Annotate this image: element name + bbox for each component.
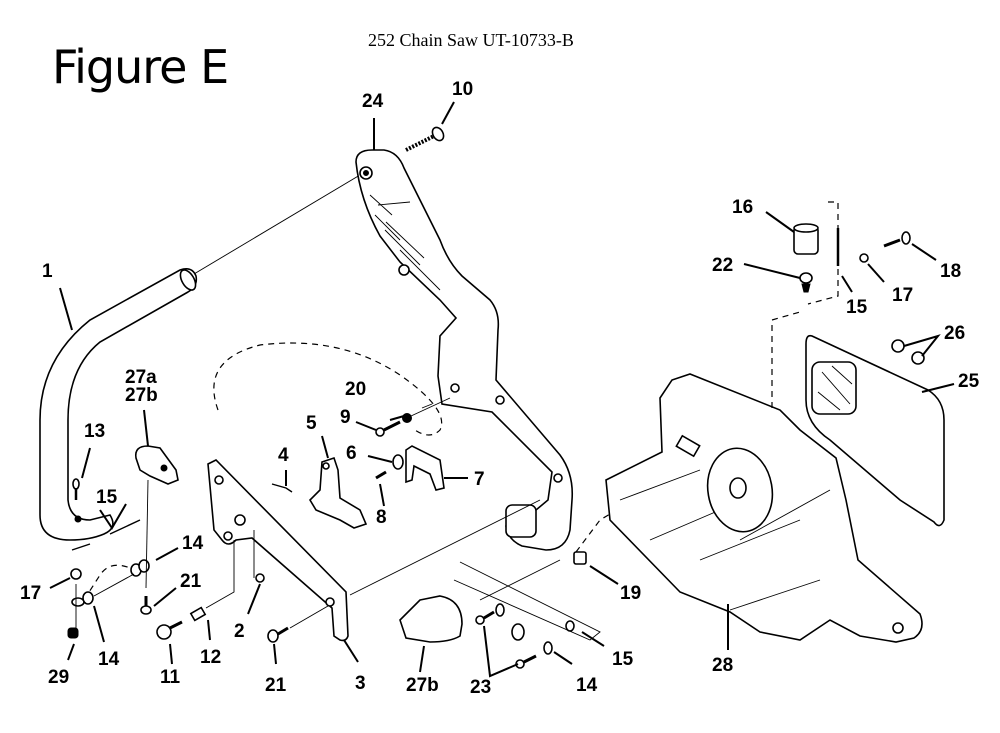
assembly-line [410, 397, 451, 417]
part-21-screw[interactable] [267, 626, 289, 643]
assembly-line [193, 171, 366, 275]
part-17-washer[interactable] [859, 253, 869, 263]
part-9-screw[interactable] [375, 420, 401, 437]
callout-24: 24 [362, 91, 384, 112]
leader-lines [49, 101, 955, 678]
callout-28: 28 [712, 655, 734, 676]
figure-label: Figure E [52, 40, 229, 94]
part-15-spring[interactable] [71, 519, 141, 551]
callout-21: 21 [180, 571, 202, 592]
part-21-screw[interactable] [140, 596, 152, 615]
callout-7: 7 [474, 469, 485, 490]
assembly-line [453, 561, 601, 641]
chain-loop-outline [213, 342, 443, 436]
part-26-nut[interactable] [911, 351, 925, 365]
part-6-washer[interactable] [392, 454, 404, 470]
callout-17: 17 [892, 285, 914, 306]
part-16-bushing[interactable] [793, 223, 819, 255]
part-5-brake-latch[interactable] [308, 456, 368, 529]
part-19-nut[interactable] [573, 551, 587, 565]
assembly-line [289, 605, 329, 629]
part-2-nut[interactable] [255, 573, 265, 583]
document-title: 252 Chain Saw UT-10733-B [368, 30, 574, 50]
callout-9: 9 [340, 407, 351, 428]
part-29-nut[interactable] [67, 627, 79, 639]
callout-3: 3 [355, 673, 366, 694]
callout-15: 15 [846, 297, 868, 318]
assembly-line [83, 564, 131, 601]
assembly-line [349, 499, 541, 596]
callout-21: 21 [265, 675, 287, 696]
part-7-lever[interactable] [405, 445, 445, 491]
callout-27b: 27b [406, 675, 439, 696]
callout-19: 19 [620, 583, 642, 604]
callout-5: 5 [306, 413, 317, 434]
callout-11: 11 [160, 667, 181, 688]
part-14-isolator[interactable] [543, 641, 553, 655]
part-23-screw[interactable] [475, 610, 495, 625]
callout-14: 14 [576, 675, 598, 696]
callout-10: 10 [452, 79, 474, 100]
part-24-rear-handle[interactable] [355, 149, 574, 551]
part-14-isolator[interactable] [71, 591, 94, 607]
callout-27b: 27b [125, 385, 158, 406]
part-27b-hand-guard[interactable] [399, 595, 463, 643]
part-15-spring[interactable] [511, 623, 525, 641]
part-23-screw[interactable] [515, 654, 537, 669]
part-27a-hand-guard-plate[interactable] [134, 445, 179, 485]
callout-29: 29 [48, 667, 70, 688]
callout-17: 17 [20, 583, 42, 604]
callout-15: 15 [612, 649, 634, 670]
assembly-line [93, 573, 135, 597]
part-14-isolator[interactable] [495, 603, 505, 617]
callout-13: 13 [84, 421, 106, 442]
part-28-chassis[interactable] [605, 373, 923, 643]
callout-22: 22 [712, 255, 734, 276]
callout-20: 20 [345, 379, 367, 400]
part-26-nut[interactable] [891, 339, 905, 353]
callout-26: 26 [944, 323, 966, 344]
callout-1: 1 [42, 261, 53, 282]
callout-6: 6 [346, 443, 357, 464]
callout-8: 8 [376, 507, 387, 528]
assembly-line [479, 559, 561, 601]
part-1-front-handle[interactable] [39, 267, 199, 541]
callout-18: 18 [940, 261, 962, 282]
assembly-line [145, 479, 149, 589]
part-22-mount[interactable] [799, 272, 813, 293]
callout-14: 14 [182, 533, 204, 554]
callout-12: 12 [200, 647, 222, 668]
callout-2: 2 [234, 621, 245, 642]
part-10-screw[interactable] [405, 125, 446, 152]
part-25-sprocket-cover[interactable] [805, 334, 945, 527]
part-12-spacer[interactable] [189, 606, 207, 622]
callout-16: 16 [732, 197, 754, 218]
callout-15: 15 [96, 487, 118, 508]
assembly-line [205, 540, 235, 609]
callout-27a: 27a [125, 367, 157, 388]
part-13-screw[interactable] [72, 478, 80, 500]
callout-25: 25 [958, 371, 980, 392]
callout-4: 4 [278, 445, 289, 466]
part-3-brake-bracket[interactable] [207, 459, 349, 642]
part-4-spring[interactable] [271, 483, 293, 493]
callout-23: 23 [470, 677, 492, 698]
part-18-screw[interactable] [883, 231, 911, 248]
part-11-pin[interactable] [156, 620, 183, 640]
callout-14: 14 [98, 649, 120, 670]
assembly-line [771, 311, 801, 408]
part-20-washer[interactable] [402, 413, 412, 423]
part-17-washer[interactable] [70, 568, 82, 580]
part-8-pin[interactable] [375, 470, 387, 480]
